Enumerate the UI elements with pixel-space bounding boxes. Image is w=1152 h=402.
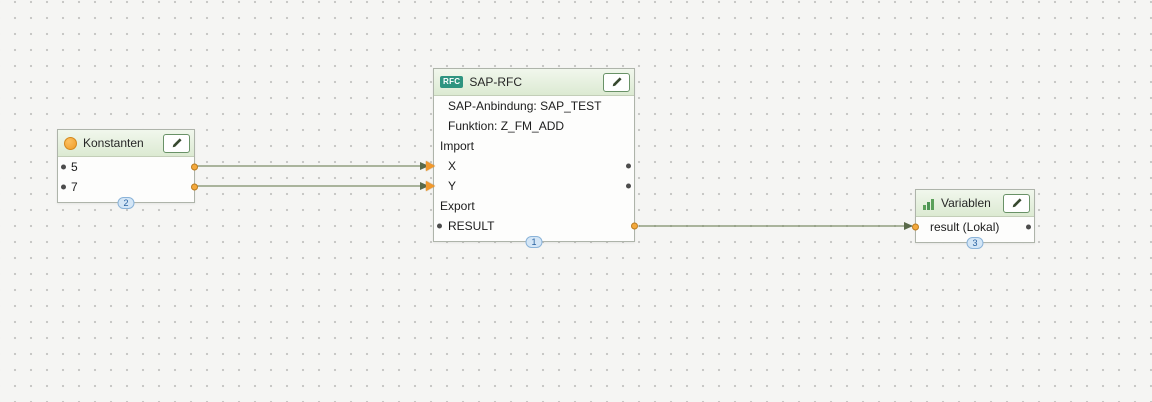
input-port[interactable] — [912, 223, 919, 231]
output-label: RESULT — [448, 219, 495, 233]
port-row-constant-7[interactable]: 7 — [58, 177, 198, 197]
input-label: Y — [448, 179, 457, 193]
rfc-icon: RFC — [440, 76, 464, 88]
node-title: SAP-RFC — [469, 75, 523, 89]
node-header[interactable]: Variablen — [916, 190, 1034, 217]
output-port[interactable] — [626, 183, 631, 189]
constant-value: 7 — [71, 180, 78, 194]
output-port[interactable] — [1026, 224, 1031, 230]
node-body: result (Lokal) — [912, 217, 1034, 242]
port-row-constant-5[interactable]: 5 — [58, 157, 198, 177]
node-badge: 3 — [966, 237, 984, 249]
node-badge: 1 — [525, 236, 543, 248]
node-body: 5 7 — [58, 157, 198, 202]
section-label: Import — [440, 139, 475, 153]
function-label: Funktion: Z_FM_ADD — [448, 119, 565, 133]
variables-icon — [923, 198, 934, 210]
output-port[interactable] — [626, 163, 631, 169]
connection-result-to-variable[interactable] — [639, 222, 913, 230]
node-variablen[interactable]: Variablen result (Lokal) 3 — [912, 189, 1035, 249]
input-arrow-port[interactable] — [426, 181, 435, 191]
node-sap-rfc[interactable]: RFC SAP-RFC SAP-Anbindung: SAP_TEST Funk… — [426, 68, 638, 248]
connection-arrowhead — [420, 162, 429, 170]
constant-icon — [64, 136, 77, 150]
node-konstanten[interactable]: Konstanten 5 7 2 — [57, 129, 198, 209]
constant-value: 5 — [71, 160, 78, 174]
port-row-result-lokal[interactable]: result (Lokal) — [912, 217, 1034, 237]
edit-button[interactable] — [1003, 193, 1030, 213]
input-arrow-port[interactable] — [426, 161, 435, 171]
node-title: Variablen — [941, 196, 991, 210]
input-port[interactable] — [437, 223, 442, 229]
port-row-x[interactable]: X — [426, 156, 634, 176]
port-row-y[interactable]: Y — [426, 176, 634, 196]
info-row-function: Funktion: Z_FM_ADD — [434, 116, 634, 136]
node-header[interactable]: Konstanten — [58, 130, 194, 157]
variable-label: result (Lokal) — [930, 220, 1000, 234]
output-port[interactable] — [191, 163, 198, 171]
input-port[interactable] — [61, 184, 66, 190]
node-header[interactable]: RFC SAP-RFC — [434, 69, 634, 96]
edit-button[interactable] — [163, 133, 190, 153]
connection-arrowhead — [420, 182, 429, 190]
connection-7-to-y[interactable] — [197, 182, 429, 190]
node-title: Konstanten — [83, 136, 144, 150]
node-body: SAP-Anbindung: SAP_TEST Funktion: Z_FM_A… — [426, 96, 638, 241]
connection-arrowhead — [904, 222, 913, 230]
input-label: X — [448, 159, 457, 173]
input-port[interactable] — [61, 164, 66, 170]
port-row-result[interactable]: RESULT — [434, 216, 638, 236]
node-badge: 2 — [117, 197, 135, 209]
pencil-icon — [1012, 198, 1022, 208]
sap-binding-label: SAP-Anbindung: SAP_TEST — [448, 99, 602, 113]
section-export: Export — [434, 196, 634, 216]
edit-button[interactable] — [603, 72, 630, 92]
pencil-icon — [612, 77, 622, 87]
section-label: Export — [440, 199, 475, 213]
section-import: Import — [434, 136, 634, 156]
info-row-sap-binding: SAP-Anbindung: SAP_TEST — [434, 96, 634, 116]
connection-5-to-x[interactable] — [197, 162, 429, 170]
output-port[interactable] — [191, 183, 198, 191]
pencil-icon — [172, 138, 182, 148]
output-port[interactable] — [631, 222, 638, 230]
